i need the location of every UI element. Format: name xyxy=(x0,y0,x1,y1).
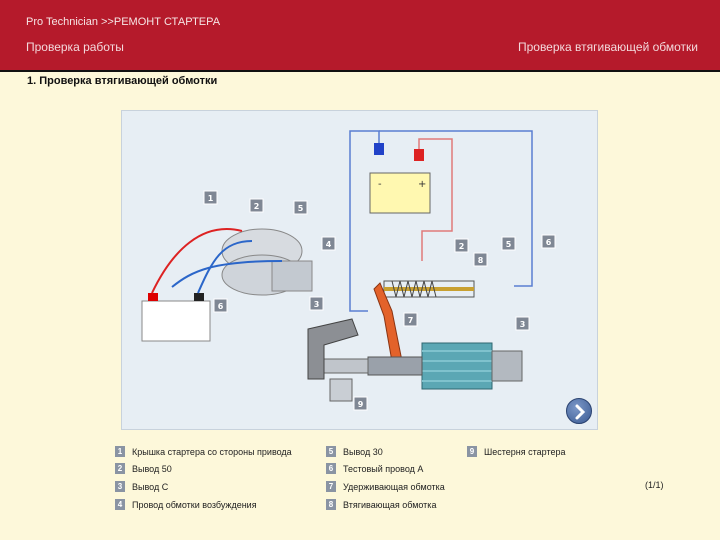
svg-text:-: - xyxy=(378,179,382,190)
callout-layer: 1 2 5 4 3 6 2 8 5 6 7 3 9 xyxy=(203,190,556,411)
callout-4: 4 xyxy=(326,240,332,249)
header-bar: Pro Technician >>РЕМОНТ СТАРТЕРА Проверк… xyxy=(0,0,720,72)
battery-shape xyxy=(141,300,211,342)
callout-r2: 2 xyxy=(459,242,465,251)
page-title: Проверка втягивающей обмотки xyxy=(517,40,698,54)
breadcrumb: Pro Technician >>РЕМОНТ СТАРТЕРА xyxy=(26,16,221,28)
callout-2: 2 xyxy=(254,202,260,211)
callout-1: 1 xyxy=(208,194,214,203)
page-counter: (1/1) xyxy=(645,480,664,490)
callout-6: 6 xyxy=(218,302,224,311)
starter-test-diagram: - + 1 2 5 4 3 6 2 8 5 xyxy=(121,110,598,430)
callout-r6: 6 xyxy=(546,238,552,247)
callout-r3: 3 xyxy=(520,320,526,329)
section-heading: Проверка работы xyxy=(26,40,124,54)
callout-r5: 5 xyxy=(506,240,512,249)
callout-r7: 7 xyxy=(408,316,414,325)
chevron-right-icon xyxy=(575,404,586,420)
diagram-illustration: - + xyxy=(141,130,533,402)
callout-r9: 9 xyxy=(358,400,364,409)
callout-3: 3 xyxy=(314,300,320,309)
next-button[interactable] xyxy=(566,398,592,424)
step-title: 1. Проверка втягивающей обмотки xyxy=(27,75,218,87)
callout-r8: 8 xyxy=(478,256,484,265)
svg-text:+: + xyxy=(418,179,426,190)
callout-5: 5 xyxy=(298,204,304,213)
